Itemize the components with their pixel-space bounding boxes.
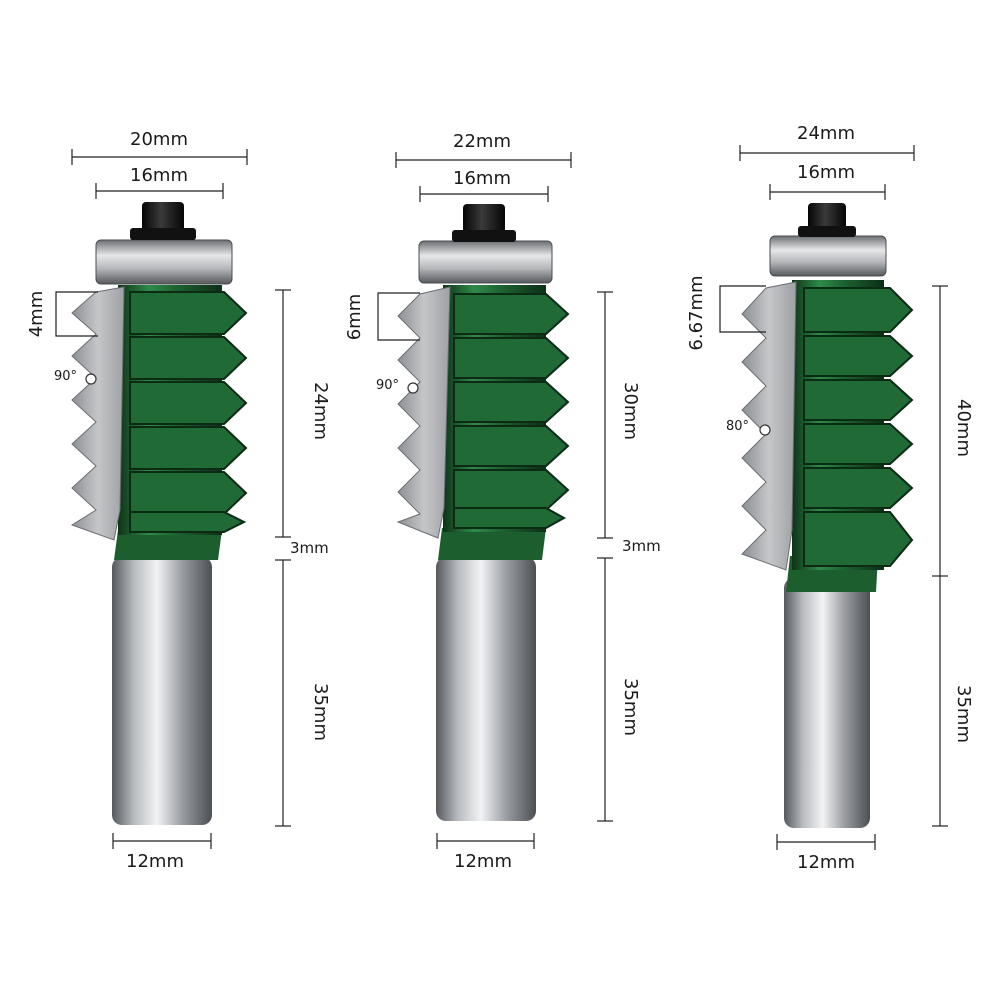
green-collar	[438, 528, 546, 560]
gap-label: 3mm	[290, 539, 329, 557]
green-teeth	[129, 291, 248, 533]
top-width-label: 20mm	[130, 129, 188, 150]
shank-diameter-dimension: 12mm	[436, 833, 535, 872]
angle-marker	[85, 373, 97, 385]
angle-label: 90°	[54, 369, 77, 384]
top-width-label: 22mm	[453, 131, 511, 152]
top-width-dimension: 24mm	[739, 123, 915, 161]
angle-label: 80°	[726, 419, 749, 434]
carbide-blade	[396, 286, 451, 539]
pitch-label: 4mm	[26, 291, 47, 338]
angle-label: 90°	[376, 378, 399, 393]
cut-height-label: 30mm	[620, 382, 641, 440]
bearing-width-label: 16mm	[130, 165, 188, 186]
bearing-width-dimension: 16mm	[95, 165, 224, 199]
router-bit-1: 20mm 16mm 4mm 90° 24mm 3mm 35mm	[26, 129, 331, 872]
pitch-dimension: 6mm	[344, 292, 420, 341]
shank-diameter-label: 12mm	[126, 851, 184, 872]
shank	[112, 557, 212, 825]
bearing	[418, 240, 553, 284]
pitch-dimension: 6.67mm	[686, 275, 766, 351]
router-bit-3: 24mm 16mm 6.67mm 80° 40mm 35mm 12mm	[686, 123, 974, 873]
pitch-label: 6.67mm	[686, 275, 707, 350]
green-collar	[114, 530, 222, 560]
shank-diameter-label: 12mm	[797, 852, 855, 873]
angle-marker	[759, 424, 771, 436]
pitch-label: 6mm	[344, 294, 365, 341]
bearing-width-label: 16mm	[797, 162, 855, 183]
shank-length-label: 35mm	[310, 683, 331, 741]
carbide-blade	[741, 281, 797, 571]
shank-length-label: 35mm	[953, 685, 974, 743]
shank-length-label: 35mm	[620, 678, 641, 736]
height-dimensions: 30mm 3mm 35mm	[597, 291, 661, 822]
top-width-dimension: 22mm	[395, 131, 572, 168]
height-dimensions: 40mm 35mm	[932, 285, 974, 827]
angle-marker	[407, 382, 419, 394]
shank-diameter-dimension: 12mm	[112, 833, 212, 872]
bearing	[769, 235, 887, 277]
shank-diameter-dimension: 12mm	[776, 834, 876, 873]
bearing	[95, 239, 233, 285]
green-teeth	[453, 293, 570, 529]
router-bit-2: 22mm 16mm 6mm 90° 30mm 3mm 35mm	[344, 131, 661, 872]
cut-height-label: 40mm	[953, 399, 974, 457]
height-dimensions: 24mm 3mm 35mm	[275, 289, 331, 827]
green-teeth	[803, 287, 914, 567]
cut-height-label: 24mm	[310, 382, 331, 440]
bearing-width-dimension: 16mm	[419, 168, 549, 202]
top-width-dimension: 20mm	[71, 129, 248, 165]
carbide-blade	[70, 286, 125, 541]
shank-diameter-label: 12mm	[454, 851, 512, 872]
bearing-width-label: 16mm	[453, 168, 511, 189]
top-width-label: 24mm	[797, 123, 855, 144]
gap-label: 3mm	[622, 537, 661, 555]
pitch-dimension: 4mm	[26, 291, 98, 338]
bearing-width-dimension: 16mm	[769, 162, 886, 200]
shank	[784, 578, 870, 828]
shank	[436, 557, 536, 821]
